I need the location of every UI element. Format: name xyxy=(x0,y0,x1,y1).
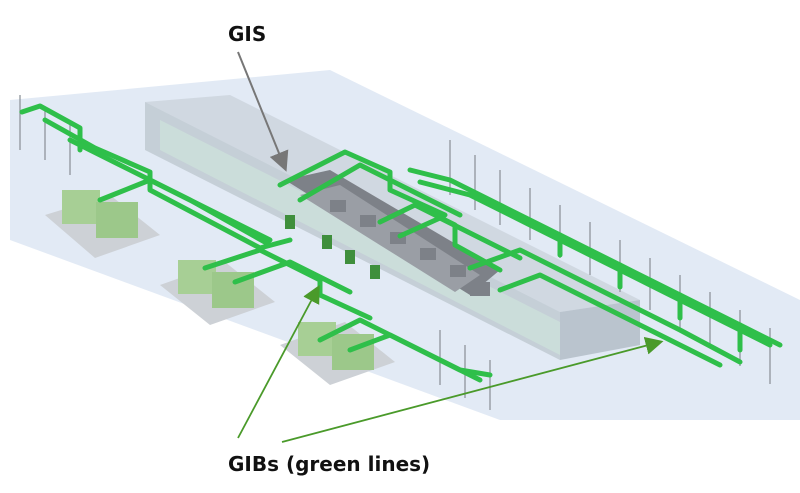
gib-lines xyxy=(19,103,783,383)
gibs-label: GIBs (green lines) xyxy=(228,452,431,476)
transformer-group-3 xyxy=(280,322,395,385)
gis-equipment xyxy=(285,170,500,296)
transformer-group-1 xyxy=(45,190,160,258)
gis-label: GIS xyxy=(228,22,267,46)
gibs-arrow-right xyxy=(281,336,664,443)
pylon-posts xyxy=(19,95,771,410)
gis-arrow xyxy=(237,51,289,172)
gibs-arrow-left xyxy=(237,284,320,439)
